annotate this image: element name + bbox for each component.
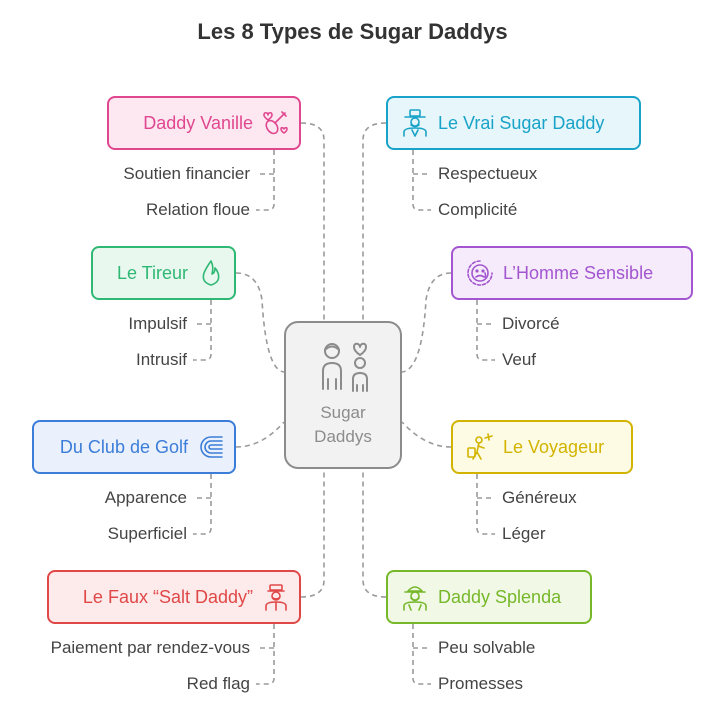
node-label: L’Homme Sensible (503, 262, 654, 283)
bracket-daddy-splenda (412, 624, 431, 685)
item-veuf: Veuf (502, 350, 537, 369)
node-label: Le Voyageur (503, 436, 605, 457)
node-le-vrai-sugar-daddy: Le Vrai Sugar Daddy (386, 96, 641, 150)
node-le-voyageur: Le Voyageur (451, 420, 633, 474)
node-le-tireur: Le Tireur (91, 246, 236, 300)
connector-center-daddy-vanille (300, 122, 325, 321)
item-soutien-financier: Soutien financier (123, 164, 250, 183)
old-man-hat-icon (400, 582, 430, 612)
bracket-l-homme-sensible (476, 300, 495, 361)
item-leger: Léger (502, 524, 546, 543)
bracket-le-tireur (193, 300, 212, 361)
people-heart-icon (322, 342, 368, 392)
item-respectueux: Respectueux (438, 164, 538, 183)
item-superficiel: Superficiel (107, 524, 187, 543)
connector-center-du-club-de-golf (235, 421, 285, 448)
node-label: Du Club de Golf (59, 436, 188, 457)
connector-center-le-voyageur (401, 421, 452, 448)
bracket-daddy-vanille (256, 150, 275, 211)
connector-center-daddy-splenda (362, 469, 387, 598)
node-daddy-splenda: Daddy Splenda (386, 570, 592, 624)
violin-hearts-icon (261, 108, 291, 138)
bracket-le-voyageur (476, 474, 495, 535)
node-label: Le Tireur (116, 262, 188, 283)
bracket-le-faux-salt-daddy (256, 624, 275, 685)
connector-center-le-faux-salt-daddy (300, 469, 325, 598)
item-complicite: Complicité (438, 200, 518, 219)
item-promesses: Promesses (438, 674, 524, 693)
node-label: Le Faux “Salt Daddy” (82, 586, 253, 607)
sensitive-face-icon (465, 258, 495, 288)
item-relation-floue: Relation floue (146, 200, 250, 219)
item-genereux: Généreux (502, 488, 577, 507)
golf-club-logo-icon (196, 432, 226, 462)
node-label: Daddy Splenda (438, 586, 562, 607)
node-daddy-vanille: Daddy Vanille (107, 96, 301, 150)
node-du-club-de-golf: Du Club de Golf (32, 420, 236, 474)
item-red-flag: Red flag (186, 674, 250, 693)
item-divorce: Divorcé (502, 314, 560, 333)
bracket-le-vrai-sugar-daddy (412, 150, 431, 211)
node-le-faux-salt-daddy: Le Faux “Salt Daddy” (47, 570, 301, 624)
node-label: Daddy Vanille (143, 112, 253, 133)
center-label-line1: Sugar (320, 403, 366, 422)
connector-center-le-vrai-sugar-daddy (362, 122, 387, 321)
node-l-homme-sensible: L’Homme Sensible (451, 246, 693, 300)
traveler-plane-icon (465, 432, 495, 462)
item-intrusif: Intrusif (135, 350, 187, 369)
center-label-line2: Daddys (314, 427, 372, 446)
gentleman-hat-icon (400, 108, 430, 138)
diagram-title: Les 8 Types de Sugar Daddys (197, 19, 508, 44)
item-impulsif: Impulsif (128, 314, 187, 333)
item-paiement-par-rendez-vous: Paiement par rendez-vous (50, 638, 250, 657)
item-apparence: Apparence (104, 488, 187, 507)
connector-center-le-tireur (235, 272, 285, 373)
item-peu-solvable: Peu solvable (438, 638, 536, 657)
bracket-du-club-de-golf (193, 474, 212, 535)
center-node: Sugar Daddys (284, 321, 402, 469)
connector-center-l-homme-sensible (401, 272, 452, 373)
node-label: Le Vrai Sugar Daddy (438, 112, 605, 133)
doorman-icon (261, 582, 291, 612)
flame-icon (196, 258, 226, 288)
